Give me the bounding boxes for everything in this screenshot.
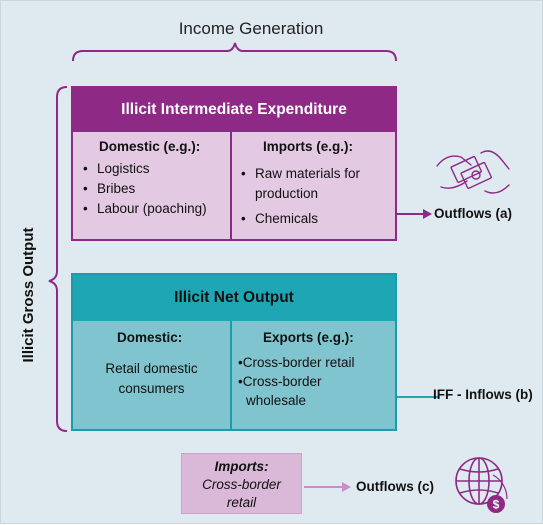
iff-inflows-b-label: IFF - Inflows (b) <box>433 387 533 402</box>
list-item: Raw materials for production <box>241 164 391 204</box>
net-output-title: Illicit Net Output <box>73 275 395 321</box>
imports-box-heading: Imports: <box>214 459 269 474</box>
income-brace <box>72 42 397 62</box>
intermediate-expenditure-title: Illicit Intermediate Expenditure <box>73 88 395 132</box>
net-output-exports-heading: Exports (e.g.): <box>263 330 354 345</box>
imports-box-line-2: retail <box>226 495 257 510</box>
net-output-divider <box>230 321 232 429</box>
list-item: wholesale <box>246 393 307 408</box>
svg-text:$: $ <box>493 498 500 512</box>
net-output-domestic-text: Retail domestic consumers <box>73 359 230 399</box>
money-exchange-hands-icon <box>436 150 510 194</box>
income-generation-title: Income Generation <box>178 19 324 38</box>
domestic-text-line-1: Retail domestic <box>105 361 198 376</box>
intermediate-imports-list: Raw materials for production Chemicals <box>241 164 391 229</box>
intermediate-imports-heading: Imports (e.g.): <box>263 139 353 154</box>
list-item: Chemicals <box>241 209 391 229</box>
outflows-a-label: Outflows (a) <box>434 206 512 221</box>
imports-box-line-1: Cross-border <box>202 477 281 492</box>
net-output-exports-list: •Cross-border retail •Cross-border whole… <box>238 353 355 410</box>
net-output-domestic-heading: Domestic: <box>117 330 183 345</box>
intermediate-divider <box>230 132 232 239</box>
intermediate-domestic-heading: Domestic (e.g.): <box>99 139 201 154</box>
outflows-c-arrow <box>304 482 351 492</box>
intermediate-expenditure-box: Illicit Intermediate Expenditure Domesti… <box>71 86 397 241</box>
illicit-gross-output-label: Illicit Gross Output <box>20 227 37 363</box>
gross-output-brace <box>48 86 68 432</box>
net-output-box: Illicit Net Output Domestic: Retail dome… <box>71 273 397 431</box>
globe-dollar-icon: $ <box>455 457 508 513</box>
list-item: •Cross-border retail <box>238 355 355 370</box>
imports-retail-box: Imports: Cross-border retail <box>181 453 302 514</box>
outflows-c-label: Outflows (c) <box>356 479 434 494</box>
list-item: Bribes <box>83 179 207 199</box>
list-item: Labour (poaching) <box>83 199 207 219</box>
domestic-text-line-2: consumers <box>118 381 185 396</box>
intermediate-domestic-list: Logistics Bribes Labour (poaching) <box>83 159 207 219</box>
list-item: •Cross-border <box>238 374 322 389</box>
list-item: Logistics <box>83 159 207 179</box>
